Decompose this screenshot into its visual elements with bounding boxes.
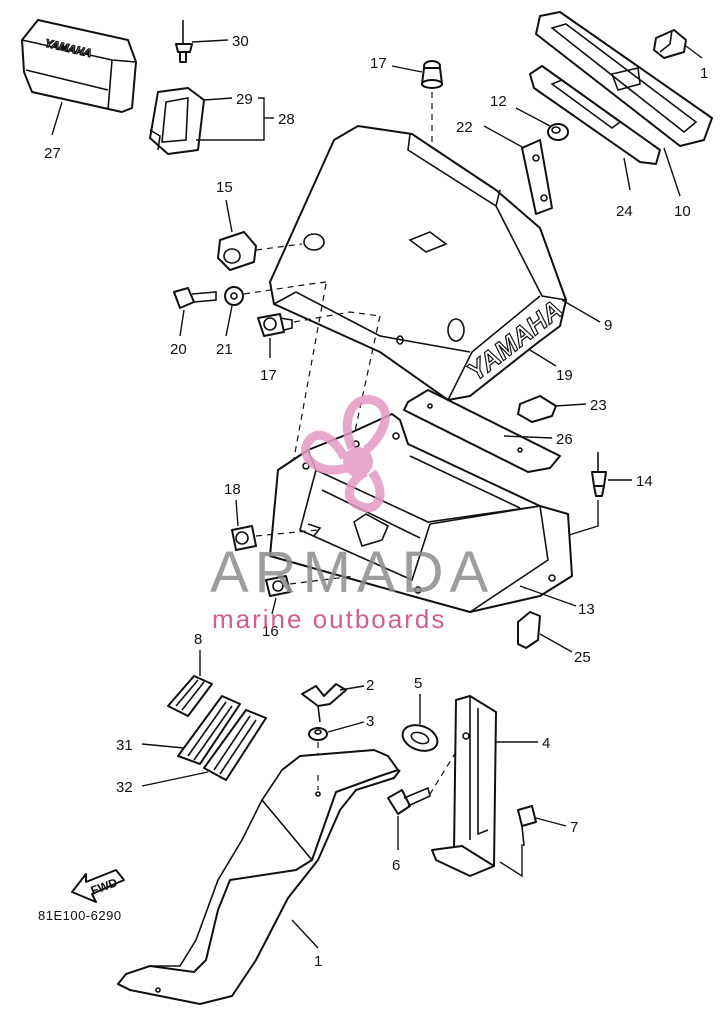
part-26-strip	[403, 389, 561, 473]
part-31-pad	[177, 695, 241, 765]
part-22-plate	[521, 139, 553, 215]
callout-2: 2	[366, 677, 374, 694]
callout-32: 32	[116, 779, 133, 796]
callout-31: 31	[116, 737, 133, 754]
callout-10: 10	[674, 203, 691, 220]
part-27-cap: YAMAHA	[21, 19, 137, 113]
callout-20: 20	[170, 341, 187, 358]
fwd-arrow-icon: FWD	[71, 869, 125, 903]
part-16-grommet	[265, 575, 291, 597]
diagram-part-code: 81E100-6290	[38, 908, 122, 923]
callout-27: 27	[44, 145, 61, 162]
part-24-stay	[529, 65, 661, 165]
callout-24: 24	[616, 203, 633, 220]
part-8-pad	[167, 675, 213, 717]
callout-26: 26	[556, 431, 573, 448]
callout-6: 6	[392, 857, 400, 874]
part-14-pin	[591, 452, 607, 497]
callout-4: 4	[542, 735, 550, 752]
callout-13: 13	[578, 601, 595, 618]
callout-16: 16	[262, 623, 279, 640]
part-6-bolt	[387, 786, 431, 815]
callout-21: 21	[216, 341, 233, 358]
callout-1-bottom: 1	[314, 953, 322, 970]
part-1-tray	[117, 749, 401, 1005]
part-18-grommet	[231, 525, 257, 551]
callout-22: 22	[456, 119, 473, 136]
watermark-brand: ARMADA	[210, 540, 494, 605]
callout-1-top: 1	[700, 65, 708, 82]
callout-29: 29	[236, 91, 253, 108]
part-32-pad	[203, 709, 267, 781]
callout-15: 15	[216, 179, 233, 196]
part-15-grommet	[217, 231, 257, 271]
callout-5: 5	[414, 675, 422, 692]
part-4-bracket	[431, 695, 497, 877]
callout-25: 25	[574, 649, 591, 666]
callout-7: 7	[570, 819, 578, 836]
part-10-frame	[535, 11, 713, 147]
callout-30: 30	[232, 33, 249, 50]
callout-14: 14	[636, 473, 653, 490]
callout-18: 18	[224, 481, 241, 498]
part-9-cover: YAMAHA	[269, 125, 569, 401]
part-20-bolt	[173, 287, 217, 309]
callout-17-mid: 17	[260, 367, 277, 384]
callout-8: 8	[194, 631, 202, 648]
callout-23: 23	[590, 397, 607, 414]
part-30-rivet	[175, 20, 193, 63]
part-3-washer	[308, 727, 328, 741]
part-12-grommet	[547, 123, 569, 141]
watermark-propeller-logo	[301, 395, 390, 513]
callout-9: 9	[604, 317, 612, 334]
part-7-bolt	[517, 805, 537, 847]
callout-28: 28	[278, 111, 295, 128]
callout-19: 19	[556, 367, 573, 384]
part-17-grommet-mid	[257, 313, 293, 337]
watermark-subtitle: marine outboards	[212, 604, 446, 634]
armada-watermark: ARMADA marine outboards	[210, 395, 494, 634]
part-23-rubber	[517, 395, 557, 423]
callout-17-top: 17	[370, 55, 387, 72]
part-17-grommet-top	[421, 60, 443, 89]
callout-3: 3	[366, 713, 374, 730]
part-29-bracket	[149, 87, 205, 155]
callout-12: 12	[490, 93, 507, 110]
part-21-washer	[224, 286, 244, 306]
part-5-grommet	[401, 724, 439, 752]
part-25-clip	[517, 611, 541, 649]
part-1-plug-top	[653, 29, 687, 59]
part-2-wing-bolt	[301, 683, 347, 723]
